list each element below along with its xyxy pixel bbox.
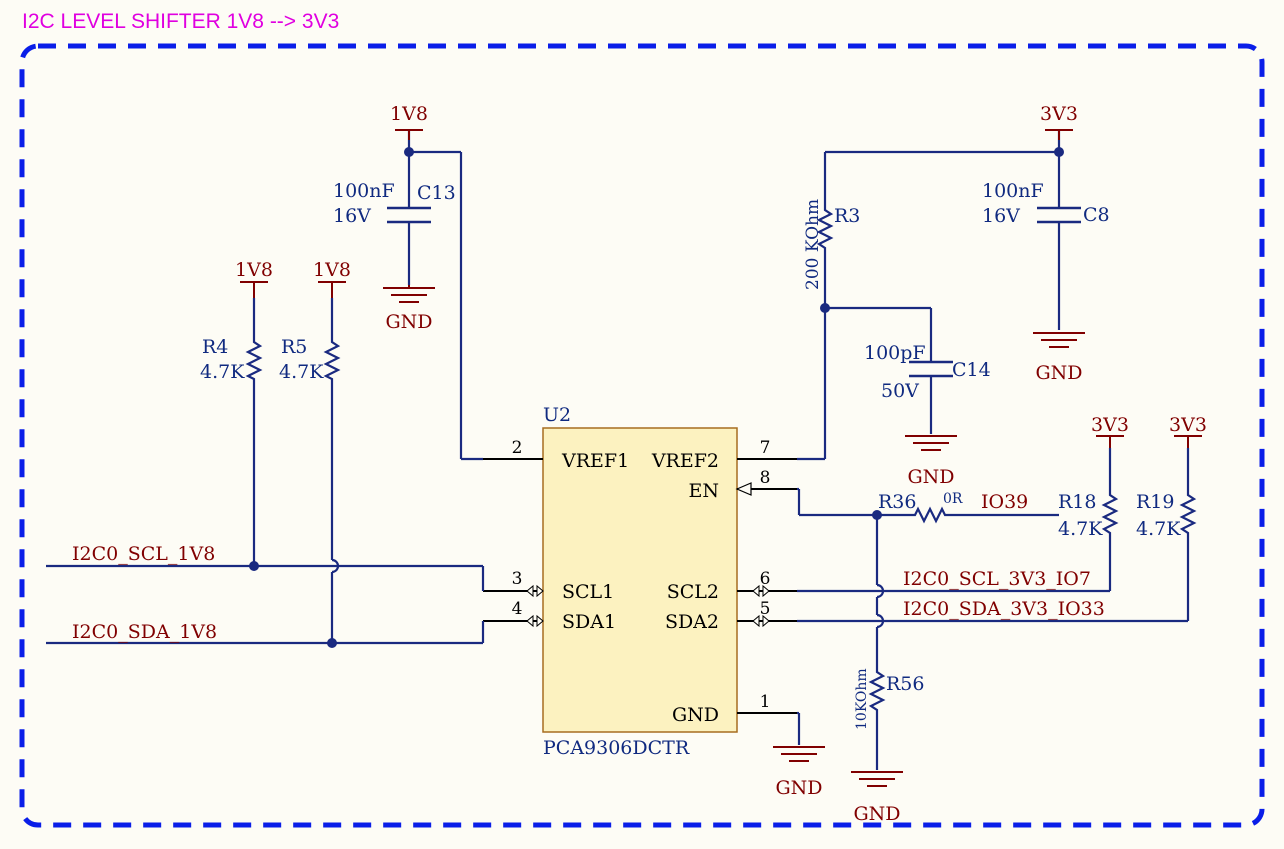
- c8-value: 100nF: [982, 180, 1044, 202]
- c13-value: 100nF: [333, 180, 395, 202]
- c14-voltage: 50V: [881, 380, 919, 402]
- pin-name-sda1: SDA1: [562, 611, 616, 633]
- pin-name-scl2: SCL2: [667, 581, 719, 603]
- resistor-bodies: [245, 202, 1197, 720]
- capacitor-plates: [387, 206, 1081, 378]
- pin-number-6: 6: [760, 569, 771, 589]
- sheet-title: I2C LEVEL SHIFTER 1V8 --> 3V3: [22, 10, 339, 33]
- pin-name-en: EN: [689, 480, 720, 502]
- gnd-r56-label: GND: [853, 803, 900, 825]
- power-3v3-r18: 3V3: [1091, 414, 1129, 436]
- power-1v8-r4: 1V8: [235, 259, 273, 281]
- r3-ref: R3: [834, 205, 860, 227]
- pin-number-8: 8: [760, 468, 771, 488]
- r19-body: [1179, 489, 1197, 539]
- r5-ref: R5: [281, 336, 307, 358]
- junction-dots: [249, 147, 1064, 648]
- r4-value: 4.7K: [200, 361, 245, 383]
- ic-part-number: PCA9306DCTR: [543, 737, 690, 759]
- r3-body: [816, 202, 834, 258]
- r56-value: 10KOhm: [854, 668, 870, 730]
- r18-ref: R18: [1058, 491, 1096, 513]
- c13-voltage: 16V: [333, 205, 371, 227]
- gnd-c8-icon: [1033, 332, 1085, 348]
- power-labels: 1V8 1V8 1V8 3V3 3V3 3V3: [235, 103, 1207, 436]
- pin-number-7: 7: [760, 438, 771, 458]
- gnd-c8-label: GND: [1035, 362, 1082, 384]
- r36-body: [910, 506, 948, 524]
- pin-name-vref2: VREF2: [651, 450, 719, 472]
- power-3v3-c8: 3V3: [1040, 103, 1078, 125]
- net-i2c0-sda-1v8: I2C0_SDA_1V8: [72, 621, 217, 643]
- r36-ref: R36: [878, 491, 916, 513]
- pin-number-1: 1: [760, 692, 771, 712]
- net-i2c0-scl-1v8: I2C0_SCL_1V8: [72, 543, 215, 565]
- c14-value: 100pF: [864, 342, 926, 364]
- wires: [46, 130, 1190, 770]
- c8-voltage: 16V: [982, 205, 1020, 227]
- gnd-ic-label: GND: [775, 777, 822, 799]
- pin-number-4: 4: [512, 599, 523, 619]
- ic-u2[interactable]: U2 PCA9306DCTR VREF1 VREF2 EN SCL1 SDA1 …: [512, 404, 771, 759]
- net-i2c0-scl-3v3-io7: I2C0_SCL_3V3_IO7: [903, 568, 1091, 590]
- group-frame: [19, 43, 1265, 828]
- r18-value: 4.7K: [1058, 518, 1103, 540]
- r36-value: 0R: [943, 491, 963, 507]
- net-labels: I2C0_SCL_1V8 I2C0_SDA_1V8 I2C0_SCL_3V3_I…: [72, 491, 1105, 643]
- gnd-c13-label: GND: [385, 311, 432, 333]
- r4-ref: R4: [202, 336, 228, 358]
- gnd-r56-icon: [851, 771, 903, 787]
- ic-designator: U2: [543, 404, 571, 426]
- gnd-ic-icon: [773, 746, 825, 762]
- ground-symbols: [383, 285, 1085, 787]
- power-3v3-r19: 3V3: [1169, 414, 1207, 436]
- r18-body: [1101, 489, 1119, 539]
- c14-ref: C14: [952, 359, 991, 381]
- pin-name-gnd: GND: [672, 704, 719, 726]
- ground-labels: GND GND GND GND GND: [385, 311, 1082, 825]
- r5-value: 4.7K: [279, 361, 324, 383]
- pin-name-vref1: VREF1: [561, 450, 629, 472]
- pin-number-2: 2: [512, 438, 523, 458]
- resistor-labels: R4 4.7K R5 4.7K R3 200 KOhm R36 0R R18 4…: [200, 199, 1181, 730]
- pin-number-5: 5: [760, 599, 771, 619]
- r56-ref: R56: [886, 673, 924, 695]
- r3-value: 200 KOhm: [803, 199, 823, 290]
- pin-name-scl1: SCL1: [562, 581, 614, 603]
- gnd-c14-icon: [905, 435, 957, 451]
- ic-body: [542, 427, 738, 733]
- r19-value: 4.7K: [1136, 518, 1181, 540]
- gnd-c14-label: GND: [907, 466, 954, 488]
- en-input-arrow-icon: [735, 482, 752, 496]
- pin-number-3: 3: [512, 569, 523, 589]
- gnd-c13-icon: [383, 285, 435, 303]
- c8-ref: C8: [1083, 204, 1110, 226]
- power-1v8-c13: 1V8: [390, 103, 428, 125]
- net-i2c0-sda-3v3-io33: I2C0_SDA_3V3_IO33: [903, 598, 1105, 620]
- capacitor-labels: 100nF 16V C13 100nF 16V C8 100pF 50V C14: [333, 180, 1110, 402]
- power-1v8-r5: 1V8: [313, 259, 351, 281]
- r4-body: [245, 335, 263, 385]
- r5-body: [323, 335, 341, 385]
- r19-ref: R19: [1136, 491, 1174, 513]
- c13-ref: C13: [417, 182, 456, 204]
- r56-body: [868, 664, 886, 720]
- net-io39: IO39: [981, 491, 1028, 513]
- bidirectional-pin-markers: [526, 584, 770, 628]
- pin-name-sda2: SDA2: [665, 611, 719, 633]
- power-bars: [240, 129, 1202, 448]
